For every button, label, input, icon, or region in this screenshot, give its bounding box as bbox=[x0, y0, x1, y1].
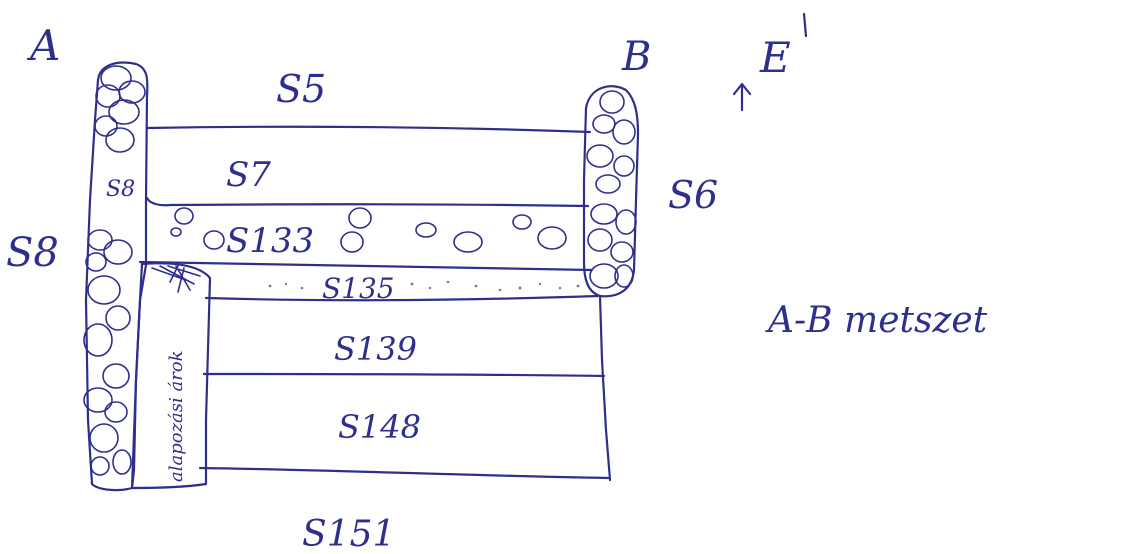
label-s7: S7 bbox=[226, 155, 271, 195]
stone bbox=[340, 231, 364, 253]
stone bbox=[586, 144, 614, 168]
stone bbox=[95, 84, 121, 108]
stone bbox=[83, 323, 113, 357]
right-edge-line bbox=[598, 294, 612, 482]
label-s133: S133 bbox=[226, 221, 314, 261]
s135-speckles bbox=[268, 280, 580, 292]
label-s8: S8 bbox=[106, 177, 135, 202]
stone bbox=[90, 456, 110, 476]
left-wall bbox=[83, 61, 149, 492]
stone bbox=[170, 227, 182, 237]
stone bbox=[348, 207, 372, 229]
stone bbox=[203, 230, 225, 250]
stone bbox=[108, 99, 140, 125]
stone bbox=[590, 203, 618, 225]
s133-bottom-line bbox=[138, 260, 594, 272]
label-a: A bbox=[26, 21, 60, 70]
left-wall-stones bbox=[83, 65, 146, 476]
trench-vertical-note: alapozási árok bbox=[166, 350, 187, 482]
stone bbox=[174, 207, 194, 225]
label-s5: S5 bbox=[276, 67, 326, 111]
speckle bbox=[498, 288, 502, 292]
stone bbox=[94, 115, 118, 137]
stone bbox=[453, 231, 483, 253]
north-arrow-icon bbox=[732, 82, 752, 112]
stone bbox=[612, 119, 636, 145]
stone bbox=[104, 401, 128, 423]
speckle bbox=[410, 282, 414, 286]
speckle bbox=[576, 284, 580, 288]
stone bbox=[615, 209, 637, 235]
stone bbox=[100, 65, 132, 91]
stone bbox=[105, 127, 135, 153]
speckle bbox=[538, 282, 542, 286]
stone bbox=[89, 423, 119, 453]
trench-outline bbox=[130, 262, 212, 490]
s139-bottom-line bbox=[202, 372, 606, 378]
label-north-marker: E bbox=[759, 33, 791, 82]
stone bbox=[87, 275, 121, 305]
label-s151: S151 bbox=[302, 514, 395, 554]
left-wall-outline bbox=[84, 61, 149, 492]
right-wall-stones bbox=[586, 90, 637, 289]
layer-lines bbox=[138, 125, 612, 482]
label-s8-left: S8 bbox=[6, 230, 59, 276]
speckle bbox=[284, 282, 288, 286]
label-s148: S148 bbox=[338, 408, 421, 446]
s135-bottom-line bbox=[204, 294, 600, 302]
speckle bbox=[300, 286, 304, 290]
speckle bbox=[268, 284, 272, 288]
speckle bbox=[474, 284, 478, 288]
stone bbox=[85, 252, 107, 272]
section-note: A-B metszet bbox=[765, 300, 988, 341]
speckle bbox=[518, 286, 522, 290]
stone bbox=[599, 90, 625, 114]
stone bbox=[589, 263, 619, 289]
stone bbox=[83, 387, 113, 413]
stone bbox=[102, 363, 130, 389]
stone bbox=[103, 239, 133, 265]
speckle bbox=[446, 280, 450, 284]
label-b: B bbox=[621, 34, 651, 80]
stone bbox=[613, 155, 635, 177]
stone bbox=[587, 228, 613, 252]
stone bbox=[614, 264, 634, 288]
right-wall bbox=[582, 85, 640, 298]
label-s139: S139 bbox=[334, 330, 417, 368]
north-marker-group bbox=[732, 12, 808, 112]
speckle bbox=[558, 286, 562, 290]
s7-bottom-line bbox=[145, 196, 590, 208]
stone bbox=[112, 449, 132, 475]
trench-hatch bbox=[151, 265, 201, 293]
stone bbox=[595, 174, 621, 194]
stone bbox=[87, 229, 113, 251]
s5-bottom-line bbox=[145, 125, 592, 134]
label-s6: S6 bbox=[668, 173, 718, 217]
stone bbox=[592, 114, 616, 134]
speckle bbox=[428, 286, 432, 290]
s148-bottom-line bbox=[198, 466, 610, 480]
stone bbox=[105, 305, 131, 331]
s133-stones bbox=[170, 207, 567, 253]
stone bbox=[610, 241, 634, 263]
label-s135: S135 bbox=[322, 272, 395, 305]
trench-band bbox=[130, 262, 212, 490]
stone bbox=[415, 222, 437, 238]
stone bbox=[537, 226, 567, 250]
stone bbox=[512, 214, 532, 230]
north-tick bbox=[802, 12, 808, 38]
right-wall-outline bbox=[582, 85, 640, 298]
